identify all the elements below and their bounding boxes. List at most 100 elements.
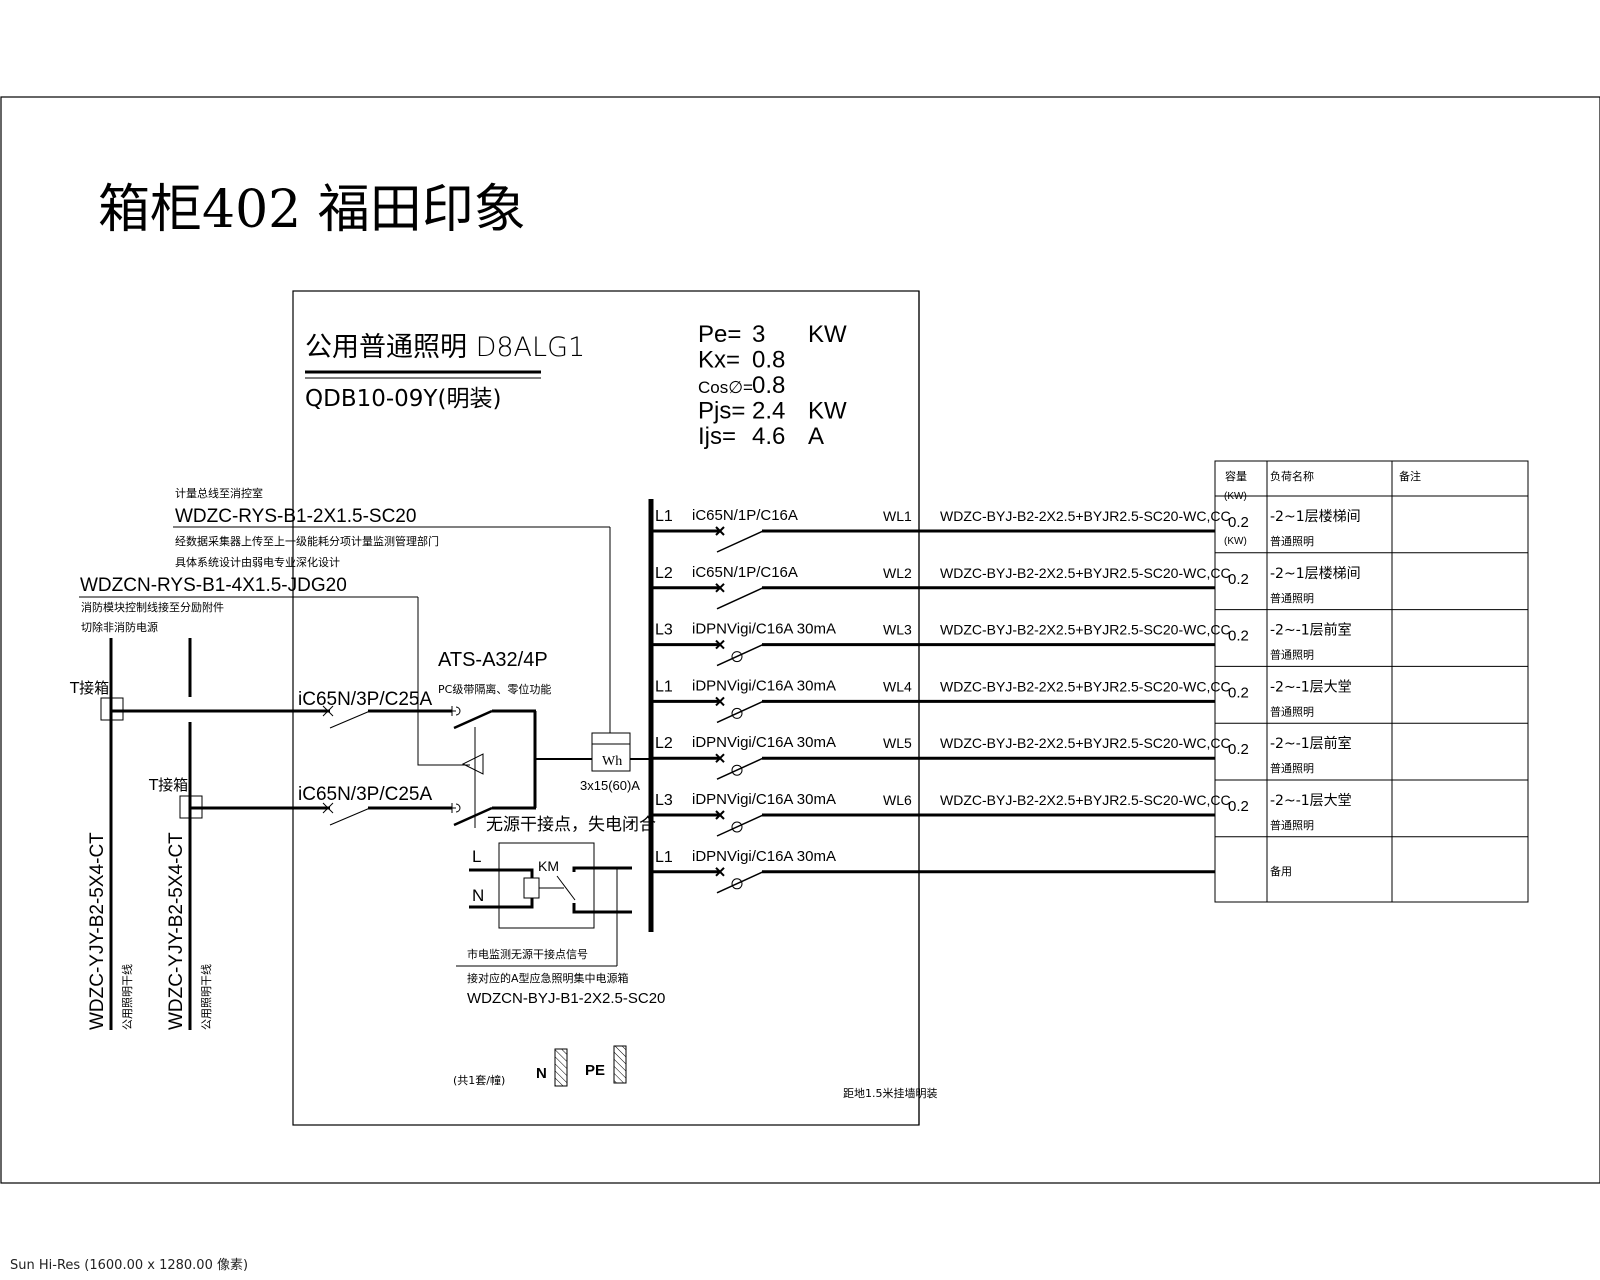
signal-cable-label: WDZCN-BYJ-B1-2X2.5-SC20	[467, 990, 665, 1007]
breaker-contact	[716, 700, 764, 724]
load-name-cell: -2~-1层前室	[1270, 735, 1352, 752]
circuit-row: L1 iDPNVigi/C16A 30mA	[651, 848, 1215, 894]
energy-meter	[591, 732, 631, 772]
load-name-cell: 备用	[1270, 864, 1292, 878]
param-unit: KW	[808, 321, 847, 348]
n-bar	[554, 1048, 568, 1087]
param-value: 0.8	[752, 347, 785, 374]
circuit-id: WL5	[883, 735, 912, 751]
feeder-2-note: 公用照明干线	[199, 964, 213, 1030]
panel-model: QDB10-09Y(明装)	[305, 386, 501, 412]
breaker-x-icon	[715, 526, 725, 536]
load-type-cell: 普通照明	[1270, 648, 1314, 662]
circuit-phase: L1	[655, 849, 673, 866]
circuit-phase: L3	[655, 792, 673, 809]
load-type-cell: 普通照明	[1270, 818, 1314, 832]
signal-note-2: 接对应的A型应急照明集中电源箱	[467, 971, 629, 985]
status-bar: Sun Hi-Res (1600.00 x 1280.00 像素)	[10, 1258, 249, 1273]
load-name-cell: -2~-1层大堂	[1270, 679, 1352, 695]
relay-coil	[456, 866, 632, 967]
fire-cable-route	[417, 597, 470, 766]
param-label: Pjs=	[698, 398, 745, 425]
circuit-cable: WDZC-BYJ-B2-2X2.5+BYJR2.5-SC20-WC,CC	[940, 735, 1231, 751]
param-unit: A	[808, 423, 824, 450]
breaker-x-icon	[715, 696, 725, 707]
signal-note-1: 市电监测无源干接点信号	[467, 947, 588, 961]
metering-note-top: 计量总线至消控室	[175, 486, 263, 500]
pe-bar-label: PE	[585, 1062, 605, 1079]
circuit-row: L3 iDPNVigi/C16A 30mA WL3 WDZC-BYJ-B2-2X2.5…	[651, 621, 1231, 667]
breaker-x-icon	[715, 867, 725, 877]
rcd-icon	[731, 878, 743, 890]
t-box-1-label: T接箱	[69, 679, 109, 697]
breaker-x-icon	[715, 639, 725, 650]
feeder-2-cable-label: WDZC-YJY-B2-5X4-CT	[166, 832, 187, 1030]
t-box-2-label: T接箱	[148, 776, 188, 794]
circuit-breaker-label: iDPNVigi/C16A 30mA	[692, 677, 836, 694]
feeder-1-note: 公用照明干线	[120, 964, 134, 1030]
drawing-title: 箱柜402 福田印象	[98, 180, 526, 240]
param-label: Ijs=	[698, 423, 736, 450]
circuit-id: WL2	[883, 565, 912, 581]
load-name-cell: -2~-1层前室	[1270, 622, 1352, 639]
capacity-cell: 0.2	[1228, 798, 1249, 815]
incoming-breaker-2-label: iC65N/3P/C25A	[298, 784, 432, 805]
circuit-id: WL3	[883, 622, 912, 638]
param-value: 0.8	[752, 372, 785, 399]
metering-note-1: 经数据采集器上传至上一级能耗分项计量监测管理部门	[175, 534, 439, 548]
breaker-contact	[716, 530, 764, 553]
fire-cable-label: WDZCN-RYS-B1-4X1.5-JDG20	[80, 575, 347, 596]
capacity-cell: 0.2	[1228, 684, 1249, 701]
capacity-cell: 0.2	[1228, 514, 1249, 531]
relay-box	[498, 842, 595, 929]
rcd-icon	[731, 764, 743, 776]
capacity-cell: 0.2	[1228, 571, 1249, 588]
table-header-load-name: 负荷名称	[1270, 469, 1314, 483]
drawing-frame	[0, 96, 1600, 1184]
incoming-breaker-1	[318, 705, 452, 729]
circuit-phase: L2	[655, 565, 673, 582]
circuit-cable: WDZC-BYJ-B2-2X2.5+BYJR2.5-SC20-WC,CC	[940, 622, 1231, 638]
table-border	[1214, 460, 1529, 903]
ats-switch	[451, 706, 592, 828]
rcd-icon	[731, 707, 743, 719]
busbar-note: (共1套/幢)	[453, 1073, 505, 1087]
circuit-phase: L1	[655, 508, 673, 525]
fire-note-1: 消防模块控制线接至分励附件	[81, 600, 224, 614]
load-type-cell: 普通照明	[1270, 534, 1314, 548]
param-value: 4.6	[752, 423, 785, 450]
circuit-phase: L3	[655, 622, 673, 639]
breaker-contact	[716, 587, 764, 610]
metering-note-2: 具体系统设计由弱电专业深化设计	[175, 555, 340, 569]
rcd-icon	[731, 821, 743, 833]
param-value: 2.4	[752, 398, 785, 425]
circuit-cable: WDZC-BYJ-B2-2X2.5+BYJR2.5-SC20-WC,CC	[940, 565, 1231, 581]
rcd-icon	[731, 651, 743, 663]
table-header-remark: 备注	[1399, 469, 1421, 483]
breaker-contact	[716, 643, 764, 667]
meter-rating: 3x15(60)A	[580, 778, 640, 793]
circuit-phase: L1	[655, 678, 673, 695]
capacity-unit-cell: (KW)	[1224, 536, 1247, 547]
load-type-cell: 普通照明	[1270, 761, 1314, 775]
table-header-capacity: 容量	[1225, 469, 1247, 483]
feeder-1-cable-label: WDZC-YJY-B2-5X4-CT	[87, 832, 108, 1030]
param-label: Cos∅=	[698, 378, 753, 397]
panel-name: 公用普通照明 D8ALG1	[305, 332, 585, 363]
circuit-breaker-label: iDPNVigi/C16A 30mA	[692, 621, 836, 638]
circuit-cable: WDZC-BYJ-B2-2X2.5+BYJR2.5-SC20-WC,CC	[940, 508, 1231, 524]
relay-note: 无源干接点，失电闭合	[486, 815, 656, 835]
load-table: 容量(KW)负荷名称备注0.2(KW)-2~1层楼梯间普通照明0.2-2~1层楼…	[1214, 460, 1529, 903]
circuit-breaker-label: iDPNVigi/C16A 30mA	[692, 848, 836, 865]
mount-note: 距地1.5米挂墙明装	[843, 1086, 938, 1100]
incoming-breaker-1-label: iC65N/3P/C25A	[298, 689, 432, 710]
